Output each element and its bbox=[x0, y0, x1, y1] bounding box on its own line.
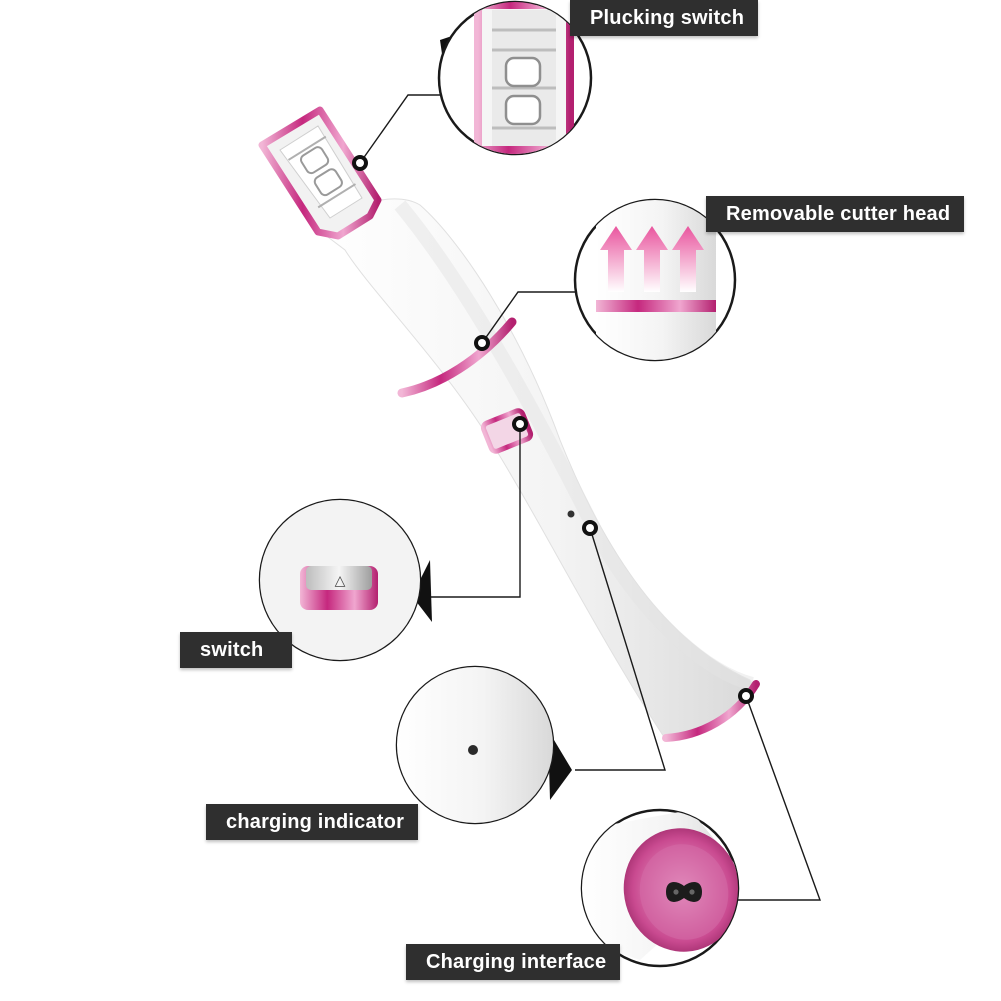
detail-charging-indicator bbox=[395, 665, 572, 825]
detail-removable-cutter-head bbox=[573, 198, 737, 362]
callout-lines bbox=[359, 94, 821, 901]
switch-label: switch bbox=[180, 632, 292, 668]
charging-indicator-label: charging indicator bbox=[206, 804, 419, 840]
epilator-device bbox=[258, 106, 760, 742]
cutter-head bbox=[258, 106, 382, 240]
removable-cutter-head-label: Removable cutter head bbox=[706, 196, 965, 232]
detail-plucking-switch bbox=[437, 0, 593, 156]
detail-charging-interface bbox=[580, 808, 740, 968]
plucking-switch-label: Plucking switch bbox=[570, 0, 759, 36]
callout-anchors bbox=[352, 155, 754, 704]
upper-ring bbox=[397, 317, 517, 398]
charging-interface-label: Charging interface bbox=[406, 944, 621, 980]
detail-switch: △ bbox=[258, 498, 432, 662]
switch-symbol-icon: △ bbox=[335, 573, 346, 589]
body-indicator-dot bbox=[567, 510, 575, 518]
